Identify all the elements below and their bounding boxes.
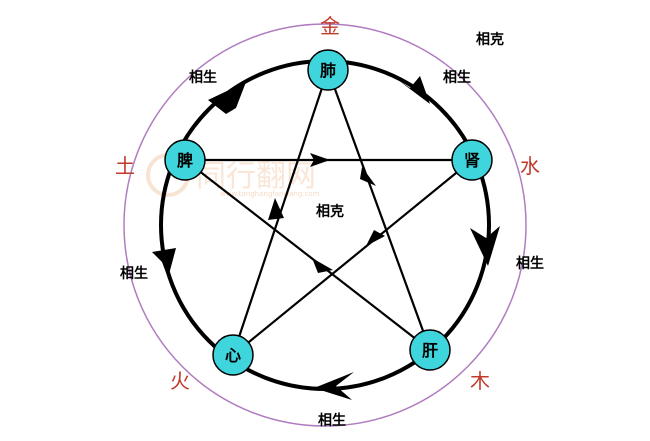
controlling-arrowheads (268, 153, 385, 273)
organ-label-heart: 心 (225, 346, 241, 365)
star-line-lung-liver (326, 69, 432, 351)
chevron-arrow-icon (314, 372, 354, 400)
relation-label-generating-top-left: 相生 (189, 69, 217, 86)
node-lung: 肺 (307, 49, 349, 91)
element-label-wood: 木 (470, 369, 490, 393)
element-label-fire: 火 (170, 369, 190, 393)
generating-arrowheads (152, 76, 500, 400)
star-line-kidney-heart (232, 159, 473, 356)
node-kidney: 肾 (451, 139, 493, 181)
chevron-arrow-icon (470, 226, 500, 266)
relation-label-generating-bottom: 相生 (318, 412, 346, 429)
organ-label-spleen: 脾 (177, 151, 193, 170)
element-label-earth: 土 (115, 154, 135, 178)
element-label-water: 水 (520, 154, 540, 178)
node-circle (212, 334, 254, 376)
outer-ring (123, 23, 527, 427)
arrow-head-icon (268, 198, 284, 220)
star-line-spleen-liver (184, 159, 431, 351)
chevron-arrow-icon (208, 82, 246, 114)
arrow-head-icon (310, 153, 330, 167)
arrow-head-icon (312, 258, 333, 273)
chevron-arrow-icon (398, 76, 430, 104)
element-label-metal: 金 (320, 14, 340, 38)
organ-label-kidney: 肾 (464, 151, 480, 170)
node-spleen: 脾 (164, 139, 206, 181)
arrow-head-icon (366, 230, 385, 246)
relation-label-controlling-center: 相克 (316, 203, 344, 220)
relation-label-generating-left: 相生 (120, 265, 148, 282)
relation-label-generating-right: 相生 (516, 255, 544, 272)
chevron-arrow-icon (152, 248, 176, 278)
node-heart: 心 (212, 334, 254, 376)
arrow-head-icon (360, 167, 376, 186)
relation-label-controlling-top-right: 相克 (476, 31, 504, 48)
watermark-text: 同行翻网 (196, 159, 316, 194)
node-circle (307, 49, 349, 91)
organ-label-lung: 肺 (320, 61, 336, 80)
node-circle (164, 139, 206, 181)
organ-label-liver: 肝 (422, 341, 438, 360)
watermark-subtext: www.tonghangfanwang.com (220, 190, 320, 198)
node-liver: 肝 (409, 329, 451, 371)
node-circle (409, 329, 451, 371)
node-circle (451, 139, 493, 181)
relation-label-generating-top-right: 相生 (443, 69, 471, 86)
